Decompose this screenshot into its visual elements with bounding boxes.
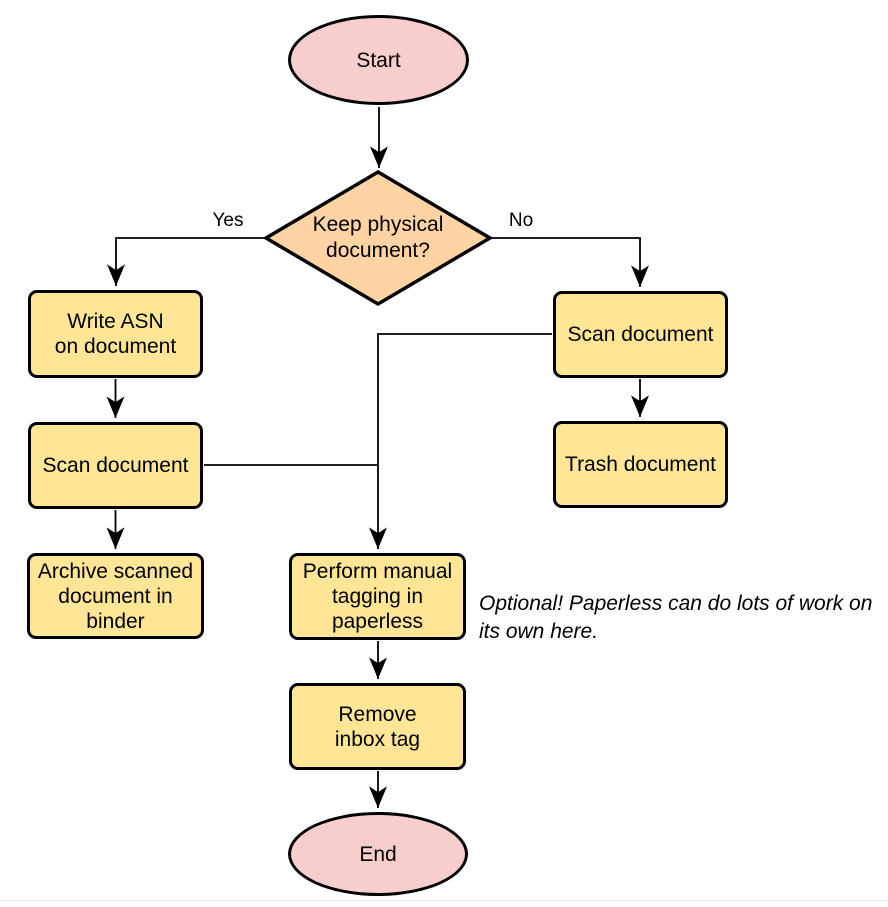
node-decision-label: Keep physical document?	[312, 213, 444, 262]
node-remove-inbox: Remove inbox tag	[289, 683, 466, 770]
edge-label-no: No	[508, 210, 534, 231]
node-archive: Archive scanned document in binder	[27, 553, 204, 639]
decision-shape	[262, 169, 494, 307]
edge-label-yes: Yes	[212, 210, 244, 231]
node-start: Start	[288, 15, 469, 105]
edge-decision-write-asn	[107, 237, 265, 286]
node-scan-left: Scan document	[28, 422, 203, 509]
node-tagging: Perform manual tagging in paperless	[289, 553, 466, 640]
node-end: End	[288, 812, 468, 896]
node-write-asn: Write ASN on document	[28, 290, 203, 378]
node-trash: Trash document	[553, 421, 728, 508]
bottom-rule	[0, 900, 888, 901]
edge-decision-scan-right	[491, 237, 649, 287]
edge-scan-right-tagging	[369, 333, 552, 549]
node-scan-right: Scan document	[553, 291, 728, 378]
annotation-note: Optional! Paperless can do lots of work …	[479, 592, 873, 643]
